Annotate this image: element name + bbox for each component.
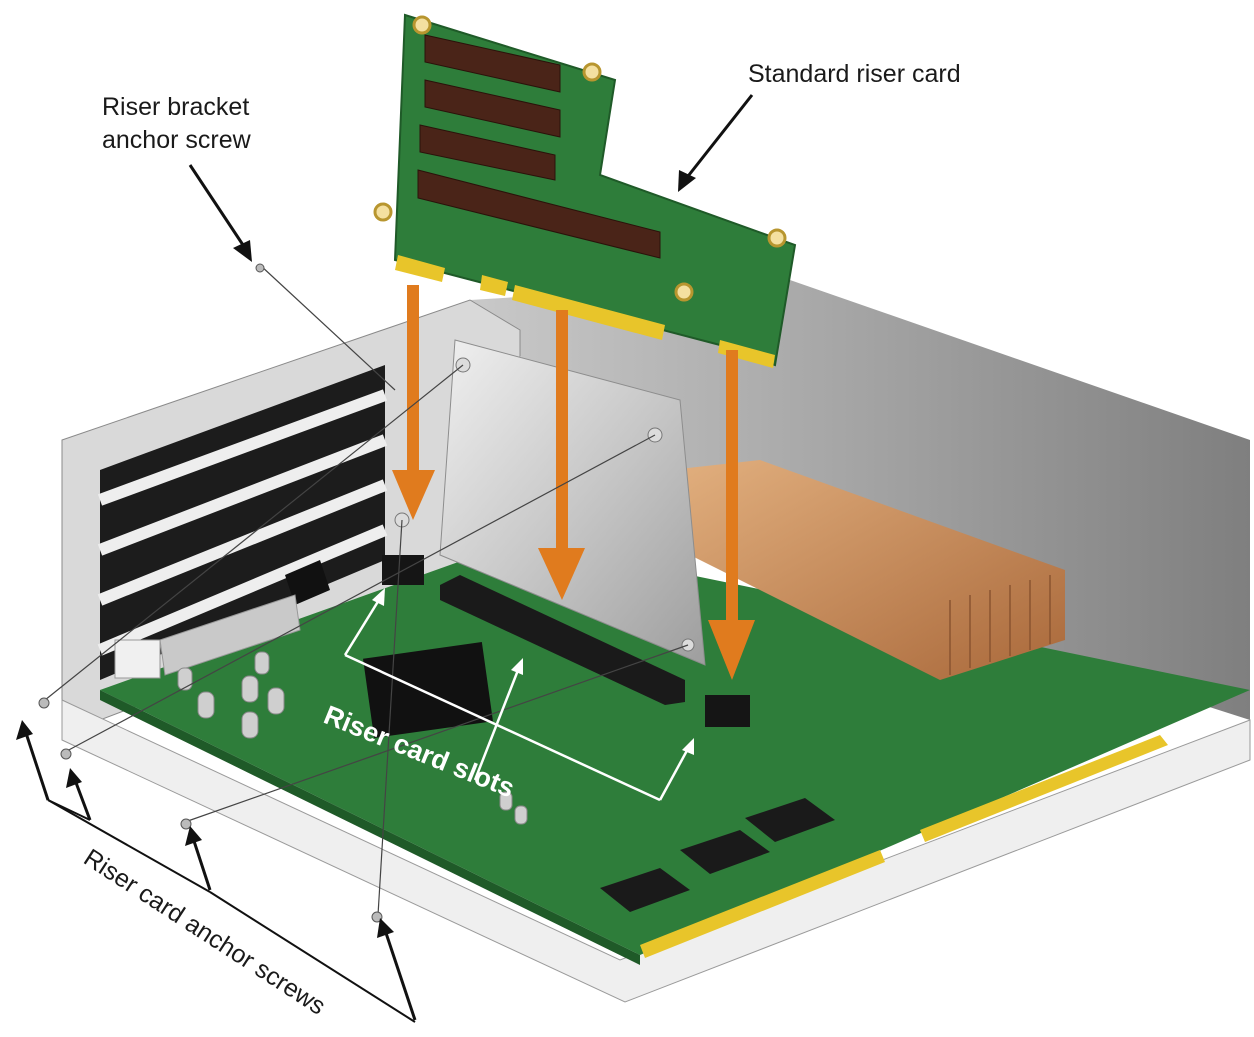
card-mount-hole-2 [582,62,602,82]
riser-card-gold-contacts [395,255,775,368]
riser-card-slots-on-card [417,34,661,259]
riser-slot-small-right [705,695,750,727]
expansion-slot-backplate [100,365,385,680]
slot-callout-arrowheads [372,588,694,755]
slot-openings [97,389,388,656]
label-standard-riser-card: Standard riser card [748,60,961,88]
board-edge-contacts-right [920,735,1168,842]
riser-slot-long [440,575,685,705]
card-mount-hole-1 [412,15,432,35]
card-mount-hole-3 [373,202,393,222]
label-bracket-screw-line1: Riser bracket [102,93,249,121]
io-connector [114,639,161,679]
heatsink-fins [949,575,1051,675]
card-mount-hole-5 [674,282,694,302]
memory-chip-1 [600,868,690,912]
label-bracket-screw-line2: anchor screw [102,126,252,154]
connector-block [285,560,330,605]
callout-arrows [16,94,754,1023]
heatsink [670,460,1065,680]
board-edge-contacts-left [640,850,885,958]
chip-black-block [363,642,493,738]
insertion-arrows [392,285,755,680]
screws [38,263,383,923]
capacitors [177,651,528,825]
slot-callout-lines [343,594,692,802]
io-bracket-part [159,594,301,676]
motherboard-shadow-edge [100,690,640,965]
screw-leader-lines [44,264,689,916]
memory-chip-2 [680,830,770,874]
chassis-floor-edge [61,699,1251,1003]
riser-bracket [439,339,706,666]
card-mount-hole-4 [767,228,787,248]
memory-chip-3 [745,798,835,842]
